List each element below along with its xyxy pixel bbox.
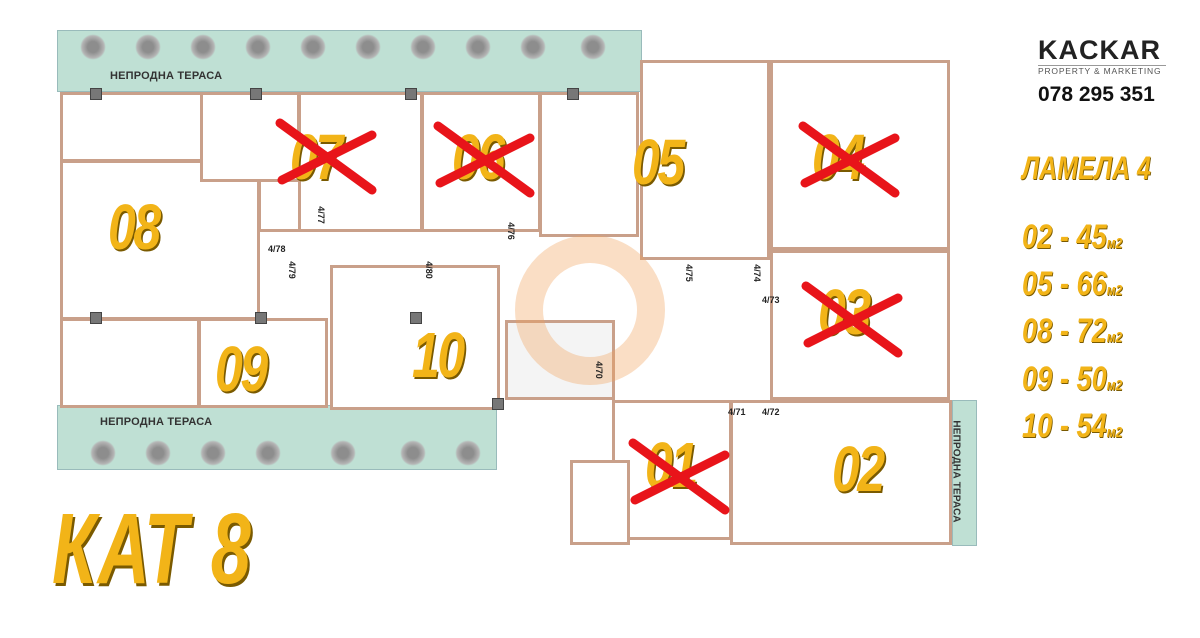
door-label: 4/78 — [268, 244, 286, 254]
unit-04[interactable]: 04 — [812, 121, 865, 193]
area-row-02: 02 - 45м2 — [1022, 218, 1123, 256]
door-label: 4/74 — [751, 264, 762, 282]
door-label: 4/73 — [762, 295, 780, 305]
unit-02[interactable]: 02 — [832, 433, 885, 505]
lamela-title: ЛАМЕЛА 4 — [1022, 150, 1151, 186]
terrace-right-label: НЕПРОДНА ТЕРАСА — [950, 420, 962, 523]
unit-09[interactable]: 09 — [215, 333, 268, 405]
unit-01[interactable]: 01 — [645, 429, 698, 501]
door-label: 4/75 — [683, 264, 694, 282]
area-row-09: 09 - 50м2 — [1022, 360, 1123, 398]
floor-title: КАТ 8 — [52, 493, 253, 605]
unit-07[interactable]: 07 — [290, 121, 343, 193]
door-label: 4/76 — [505, 222, 516, 240]
door-label: 4/71 — [728, 407, 746, 417]
brand-logo: KACKAR PROPERTY & MARKETING — [1038, 36, 1166, 76]
area-row-10: 10 - 54м2 — [1022, 407, 1123, 445]
brand-name: KACKAR — [1038, 35, 1161, 65]
unit-06[interactable]: 06 — [452, 121, 505, 193]
terrace-bottom-label: НЕПРОДНА ТЕРАСА — [100, 416, 213, 428]
door-label: 4/79 — [286, 261, 297, 279]
unit-10[interactable]: 10 — [412, 319, 465, 391]
brand-tagline: PROPERTY & MARKETING — [1038, 66, 1162, 76]
area-row-05: 05 - 66м2 — [1022, 265, 1123, 303]
terrace-top-label: НЕПРОДНА ТЕРАСА — [110, 70, 223, 82]
door-label: 4/72 — [762, 407, 780, 417]
unit-05[interactable]: 05 — [632, 126, 685, 198]
door-label: 4/70 — [593, 361, 604, 379]
door-label: 4/77 — [315, 206, 326, 224]
area-row-08: 08 - 72м2 — [1022, 312, 1123, 350]
unit-03[interactable]: 03 — [818, 276, 871, 348]
brand-watermark — [515, 235, 665, 385]
floor-plan: НЕПРОДНА ТЕРАСА НЕПРОДНА ТЕРАСА НЕПРОДНА… — [57, 30, 977, 546]
unit-08[interactable]: 08 — [108, 191, 161, 263]
brand-phone[interactable]: 078 295 351 — [1038, 83, 1155, 106]
terrace-right — [952, 400, 977, 546]
door-label: 4/80 — [423, 261, 434, 279]
